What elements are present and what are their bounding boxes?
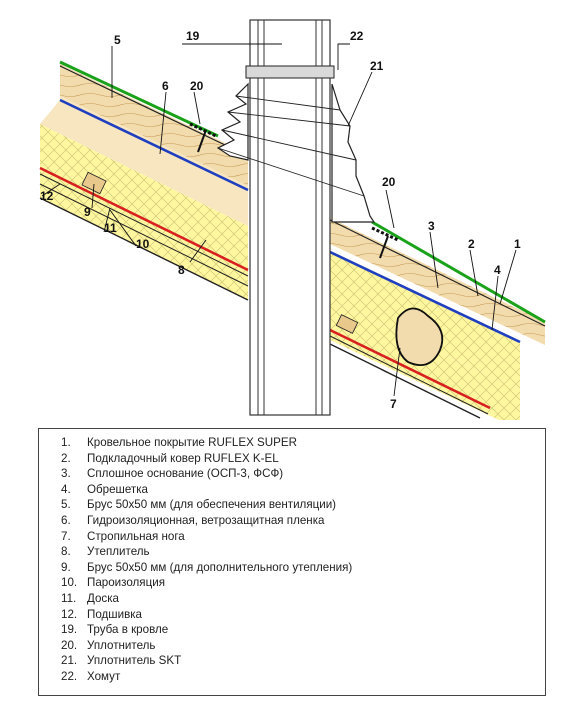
timber-9-left [81,171,107,195]
legend-item: 22. Хомут [61,669,545,685]
vapor-barrier-left [39,166,249,272]
legend-item: 4. Обрешетка [61,482,545,498]
legend-item-number: 19. [61,623,78,637]
legend-item: 9. Брус 50х50 мм (для дополнительного уте… [61,560,545,576]
legend-item-text: Пароизоляция [87,576,165,590]
callout-19: 19 [186,29,200,43]
legend-item-text: Утеплитель [87,545,150,559]
legend-box: 1. Кровельное покрытие RUFLEX SUPER 2. Подк… [38,428,546,696]
legend-item: 12. Подшивка [61,607,545,623]
legend-item-number: 22. [61,669,78,683]
callout-5: 5 [114,33,121,47]
legend-item-text: Труба в кровле [87,623,169,637]
air-gap-left [40,124,248,270]
legend-item-number: 12. [61,607,78,621]
callout-21: 21 [370,59,384,73]
legend-item-number: 11. [61,591,77,605]
callout-1: 1 [514,237,521,251]
legend-item-number: 7. [61,529,71,543]
legend-item: 19. Труба в кровле [61,622,545,638]
legend-item-text: Стропильная нога [87,529,185,543]
legend-item: 20. Уплотнитель [61,638,545,654]
wood-layer-left [60,64,248,186]
membrane-left [59,98,249,192]
roof-covering-right [371,220,546,324]
legend-item-number: 20. [61,638,78,652]
legend-item: 7. Стропильная нога [61,529,545,545]
legend-item: 1. Кровельное покрытие RUFLEX SUPER [61,435,545,451]
callout-2: 2 [468,237,475,251]
callout-9: 9 [84,205,91,219]
legend-item-text: Уплотнитель [87,638,156,652]
legend-item-number: 5. [61,498,71,512]
callout-6: 6 [162,79,169,93]
legend-item: 8. Утеплитель [61,544,545,560]
callout-20-left: 20 [190,79,204,93]
clamp-22 [245,65,335,79]
callout-11: 11 [104,221,117,235]
legend-item-text: Уплотнитель SKT [87,654,182,668]
legend-item-text: Хомут [87,669,121,683]
callout-20-right: 20 [382,175,396,189]
callout-7: 7 [390,397,397,411]
legend-item-number: 1. [61,436,71,449]
callout-22: 22 [350,29,364,43]
legend-item-text: Подкладочный ковер RUFLEX K-EL [87,451,279,465]
legend-item-text: Обрешетка [87,482,149,496]
callout-8: 8 [178,263,185,277]
legend-item-text: Брус 50х50 мм (для дополнительного утепл… [87,560,353,574]
seal-skt-21 [216,82,249,161]
legend-item-text: Доска [87,591,120,605]
legend-item: 2. Подкладочный ковер RUFLEX K-EL [61,451,545,467]
legend-item-number: 2. [61,451,71,465]
membrane-right [329,250,521,344]
legend-item-number: 10. [61,576,78,590]
roof-pipe-section-diagram: 5 6 20 19 22 21 20 3 2 1 4 7 8 9 10 11 1… [39,19,546,420]
legend-item-text: Брус 50х50 мм (для обеспечения вентиляци… [87,498,337,512]
legend-item-text: Сплошное основание (ОСП-3, ФСФ) [87,467,284,481]
callout-3: 3 [428,219,435,233]
legend-list: 1. Кровельное покрытие RUFLEX SUPER 2. Подк… [39,429,545,685]
insulation-layer-left [40,168,248,300]
timber-9-right [335,314,359,334]
legend-item-text: Гидроизоляционная, ветрозащитная пленка [87,513,325,527]
legend-item: 6. Гидроизоляционная, ветрозащитная пленк… [61,513,545,529]
legend-item-number: 21. [61,654,78,668]
legend-item-number: 9. [61,560,71,574]
legend-item-number: 3. [61,467,71,481]
callout-12: 12 [40,189,54,203]
legend-item-number: 8. [61,545,71,559]
legend-item-number: 4. [61,482,71,496]
callout-10: 10 [136,237,150,251]
legend-item-text: Подшивка [87,607,143,621]
legend-item: 3. Сплошное основание (ОСП-3, ФСФ) [61,466,545,482]
callout-4: 4 [494,263,501,277]
legend-item: 11. Доска [61,591,545,607]
legend-item: 10. Пароизоляция [61,575,545,591]
legend-item-text: Кровельное покрытие RUFLEX SUPER [87,436,298,449]
legend-item: 21. Уплотнитель SKT [61,653,545,669]
pipe-19 [249,19,331,416]
legend-item-number: 6. [61,513,71,527]
vapor-barrier-right [329,328,491,410]
legend-item: 5. Брус 50х50 мм (для обеспечения вентиля… [61,497,545,513]
batten-layer-left [40,96,248,226]
rafter-7-section [395,307,444,366]
